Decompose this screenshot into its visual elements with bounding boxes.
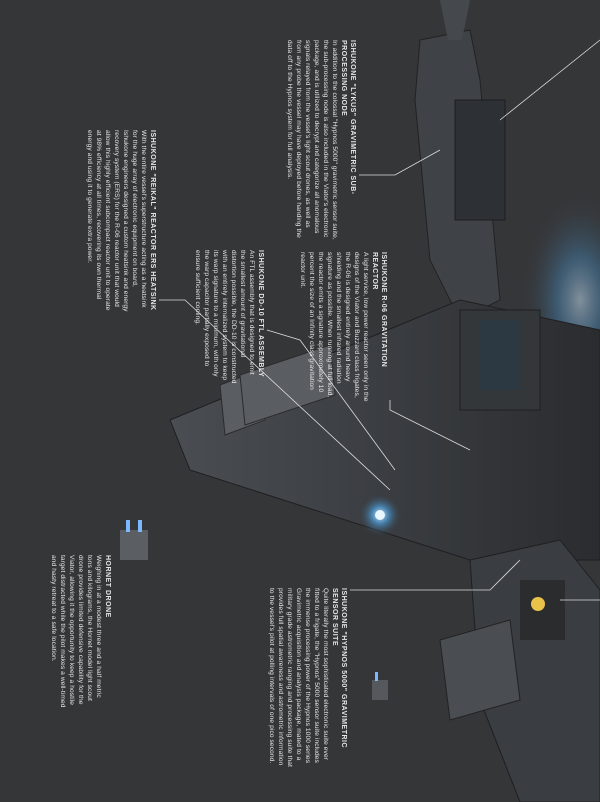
callout-hornet-drone: HORNET DRONE Weighing in at a modest thr…	[49, 555, 112, 710]
hornet-drone-illustration	[120, 520, 388, 700]
callout-r06-reactor: ISHUKONE R-06 GRAVITATION REACTOR A ligh…	[298, 252, 388, 402]
callout-body: A light service, low power reactor seen …	[299, 252, 369, 402]
callout-title: HORNET DRONE	[104, 555, 111, 618]
callout-lykus-node: ISHUKONE "LYKUS" GRAVIMETRIC SUB-PROCESS…	[285, 40, 357, 240]
callout-title: ISHUKONE R-06 GRAVITATION REACTOR	[371, 252, 387, 368]
callout-body: Weighing in at a modest three and a half…	[50, 555, 102, 708]
callout-title: ISHUKONE "REIKAL" REACTOR ERS HEATSINK	[149, 130, 156, 311]
callout-body: An FTL assembly that is designed to emit…	[194, 250, 255, 384]
callout-body: With the entire vessel's superstructure …	[86, 130, 147, 312]
callout-title: ISHUKONE "LYKUS" GRAVIMETRIC SUB-PROCESS…	[340, 40, 356, 195]
callout-ers-heatsink: ISHUKONE "REIKAL" REACTOR ERS HEATSINK W…	[85, 130, 157, 315]
callout-hypnos-sensor: ISHUKONE "HYPNOS 5000" GRAVIMETRIC SENSO…	[267, 588, 348, 768]
callout-body: In addition to the colossal "Hypnos 5000…	[286, 40, 338, 240]
callout-title: ISHUKONE DD-10 FTL ASSEMBLY	[257, 250, 264, 378]
callout-dd10-ftl: ISHUKONE DD-10 FTL ASSEMBLY An FTL assem…	[193, 250, 265, 385]
callout-title: ISHUKONE "HYPNOS 5000" GRAVIMETRIC SENSO…	[331, 588, 347, 749]
callout-body: Quite literally the most sophisticated e…	[268, 588, 329, 767]
